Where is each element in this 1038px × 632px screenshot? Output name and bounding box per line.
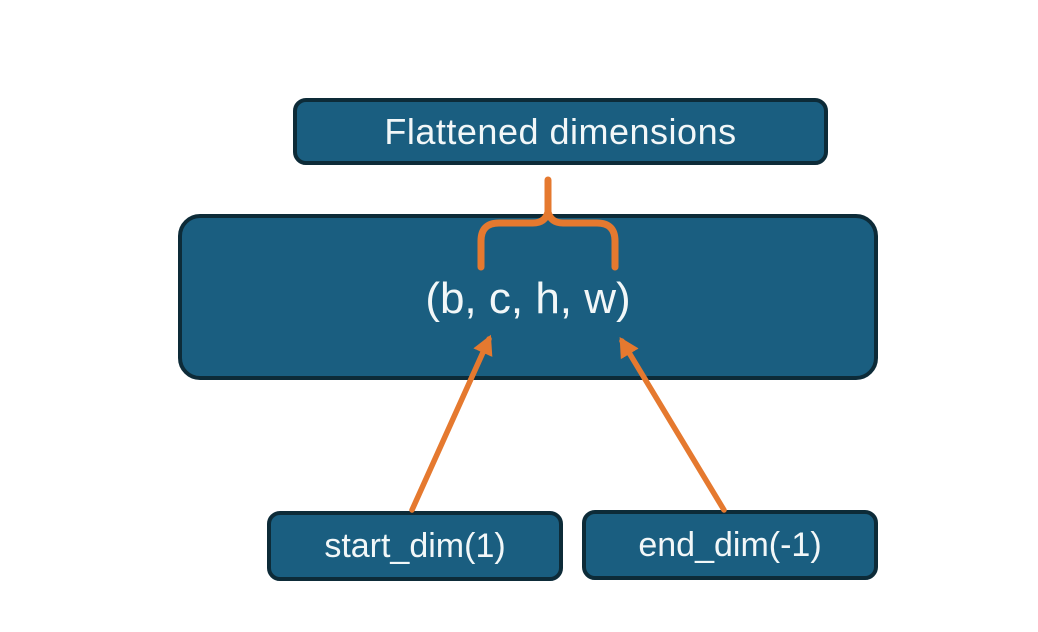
start-dim-label: start_dim(1) [324, 526, 506, 565]
flattened-dimensions-label: Flattened dimensions [384, 110, 737, 152]
flattened-dimensions-box: Flattened dimensions [293, 98, 828, 165]
end-dim-label: end_dim(-1) [638, 525, 822, 564]
tensor-shape-box: (b, c, h, w) [178, 214, 878, 380]
end-dim-box: end_dim(-1) [582, 510, 878, 580]
start-dim-box: start_dim(1) [267, 511, 563, 581]
tensor-shape-label: (b, c, h, w) [425, 274, 631, 323]
